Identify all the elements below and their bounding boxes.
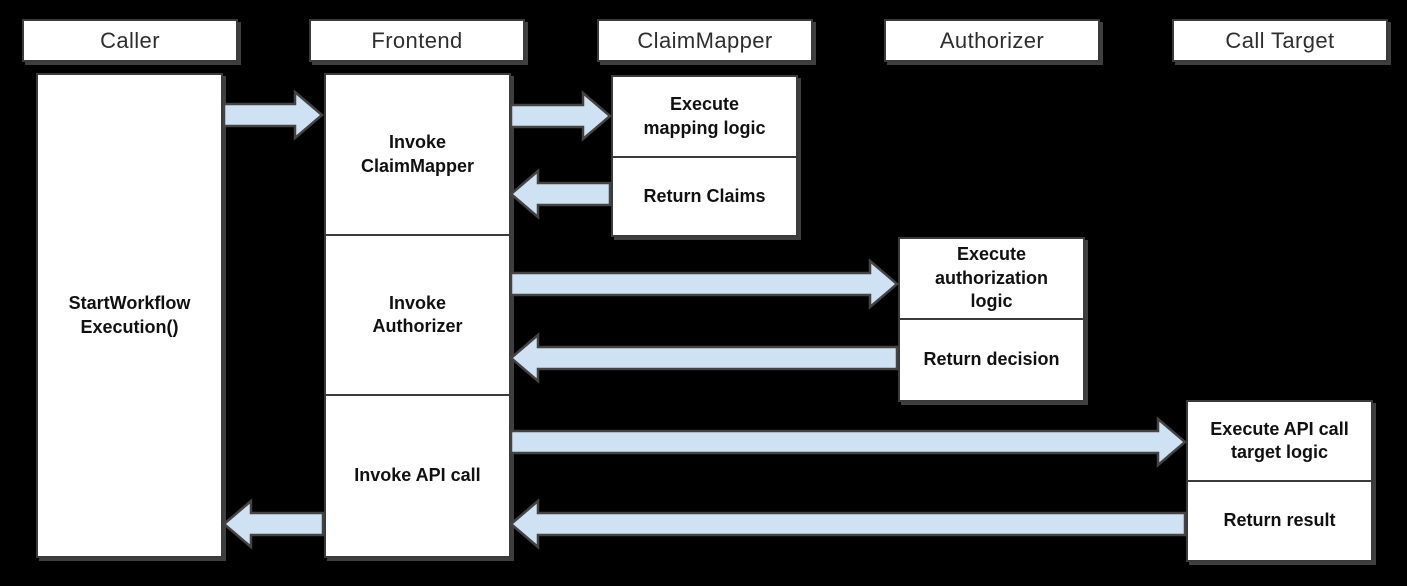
arrow-frontend-to-authorizer-icon (509, 258, 899, 310)
activity-invoke-claimmapper: Invoke ClaimMapper (360, 132, 475, 176)
activation-caller: StartWorkflow Execution() (36, 73, 223, 558)
activation-claimmapper: Execute mapping logic Return Claims (611, 75, 798, 237)
lifeline-label-frontend: Frontend (371, 27, 463, 53)
activity-invoke-authorizer: Invoke Authorizer (326, 234, 509, 394)
lifeline-header-call-target: Call Target (1172, 19, 1388, 62)
lifeline-label-claimmapper: ClaimMapper (637, 27, 773, 53)
arrow-call-target-to-frontend-icon (509, 498, 1187, 550)
activity-execute-mapping-logic: Execute mapping logic (643, 94, 766, 138)
lifeline-header-frontend: Frontend (309, 19, 525, 62)
activity-invoke-api-call: Invoke API call (326, 394, 509, 556)
lifeline-label-authorizer: Authorizer (939, 27, 1045, 53)
lifeline-label-call-target: Call Target (1225, 27, 1335, 53)
lifeline-header-caller: Caller (22, 19, 238, 62)
activity-execute-api-call-target-logic: Execute API call target logic (1210, 418, 1349, 462)
arrow-frontend-to-caller-icon (222, 498, 325, 550)
arrow-caller-to-frontend-icon (222, 89, 324, 141)
activation-authorizer: Execute authorization logic Return decis… (898, 237, 1085, 402)
activity-return-claims: Return Claims (613, 156, 796, 235)
arrow-authorizer-to-frontend-icon (509, 332, 899, 384)
lifeline-header-claimmapper: ClaimMapper (597, 19, 813, 62)
activation-frontend: Invoke ClaimMapper Invoke Authorizer Inv… (324, 73, 511, 558)
activity-return-decision: Return decision (900, 318, 1083, 400)
activation-call-target: Execute API call target logic Return res… (1186, 400, 1373, 562)
activity-startworkflowexecution: StartWorkflow Execution() (68, 293, 191, 337)
lifeline-header-authorizer: Authorizer (884, 19, 1100, 62)
arrow-claimmapper-to-frontend-icon (509, 168, 612, 220)
arrow-frontend-to-claimmapper-icon (509, 90, 612, 142)
lifeline-label-caller: Caller (100, 27, 160, 53)
activity-execute-authorization-logic: Execute authorization logic (935, 244, 1048, 312)
arrow-frontend-to-call-target-icon (509, 416, 1187, 468)
activity-return-result: Return result (1188, 480, 1371, 560)
